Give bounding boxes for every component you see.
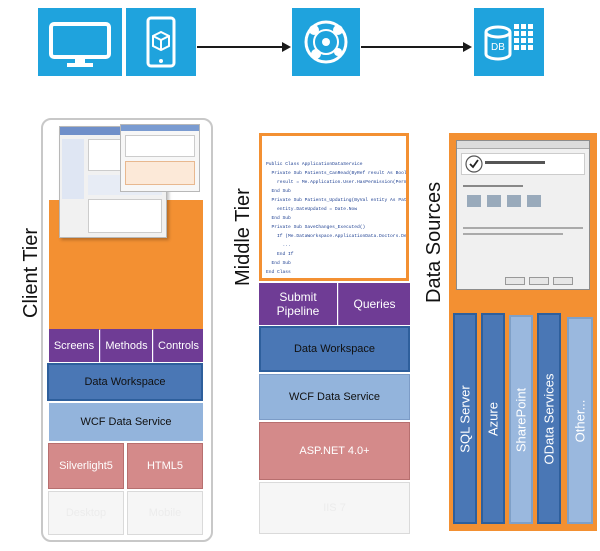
web-service-icon [304,20,348,64]
client-app-screenshot-2 [120,124,200,192]
iis-block: IIS 7 [259,482,410,534]
source-odata-label: OData Services [541,372,557,465]
submit-pipeline-label: Submit Pipeline [276,290,320,318]
service-tile [292,8,360,76]
code-line: Private Sub Patients_Updating(ByVal enti… [266,198,409,203]
db-label: DB [491,42,505,53]
screens-block: Screens [49,329,99,362]
methods-block: Methods [100,329,152,362]
source-azure-label: Azure [485,401,501,436]
code-line: End Class [266,270,291,275]
source-other-label: Other... [572,399,588,442]
source-sql-server: SQL Server [453,313,477,524]
checkmark-icon [465,155,483,173]
source-sharepoint-label: SharePoint [513,387,529,452]
client-data-workspace: Data Workspace [47,363,203,401]
code-line: End Sub [266,216,291,221]
code-line: result = Me.Application.User.HasPermissi… [277,180,409,185]
code-line: End Sub [266,189,291,194]
arrow-head-2 [463,42,472,52]
source-odata-services: OData Services [537,313,561,524]
html5-block: HTML5 [127,443,203,489]
code-line: Public Class ApplicationDataService [266,162,363,167]
source-azure: Azure [481,313,505,524]
source-other: Other... [567,317,593,524]
client-tier-title: Client Tier [20,227,42,318]
middle-wcf-data-service: WCF Data Service [259,374,410,420]
tablet-icon [146,16,176,68]
code-line: End If [266,252,294,257]
monitor-tile [38,8,122,76]
mobile-block: Mobile [127,491,203,535]
code-line: If (Me.DataWorkspace.ApplicationData.Doc… [277,234,407,239]
middle-data-workspace: Data Workspace [259,326,410,372]
client-wcf-data-service: WCF Data Service [49,403,203,441]
controls-block: Controls [153,329,203,362]
aspnet-block: ASP.NET 4.0+ [259,422,410,480]
silverlight-block: Silverlight5 [48,443,124,489]
source-sharepoint: SharePoint [509,315,533,524]
code-line: ... [266,243,291,248]
arrow-client-to-middle [197,46,283,48]
source-sql-server-label: SQL Server [457,384,473,453]
submit-pipeline-block: Submit Pipeline [259,283,337,325]
desktop-block: Desktop [48,491,124,535]
code-line: End Sub [266,261,291,266]
code-line: Private Sub SaveChanges_Executed() [266,225,366,230]
queries-block: Queries [338,283,410,325]
code-line: Private Sub Patients_CanRead(ByRef resul… [266,171,409,176]
middle-code-snippet: Public Class ApplicationDataService Priv… [259,133,409,281]
middle-tier-title: Middle Tier [232,188,254,286]
arrow-middle-to-data [361,46,464,48]
database-icon: DB [484,24,533,61]
arrow-head-1 [282,42,291,52]
code-lines: Public Class ApplicationDataService Priv… [266,160,409,277]
data-source-wizard-screenshot [456,140,590,290]
database-tile: DB [474,8,544,76]
tablet-tile [126,8,196,76]
code-line: entity.DateUpdated = Date.Now [266,207,357,212]
monitor-icon [49,22,111,67]
data-sources-title: Data Sources [423,181,445,303]
